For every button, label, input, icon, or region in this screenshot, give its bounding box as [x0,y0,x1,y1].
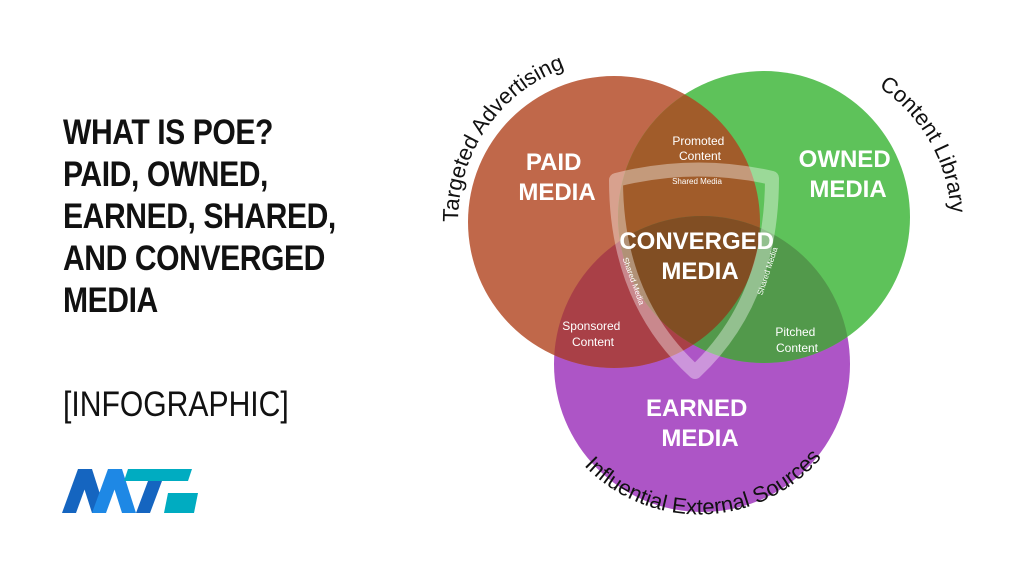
pitched-content-line-1: Pitched [775,325,815,339]
logo-stroke-4 [108,469,136,513]
title-line-4: AND CONVERGED [63,239,325,278]
promoted-content-line-1: Promoted [672,134,724,148]
paid-media-label: PAID MEDIA [518,149,595,206]
pitched-content-line-2: Content [776,341,819,355]
title-line-5: MEDIA [63,281,158,320]
shared-media-band [609,162,779,379]
sponsored-content-label: Sponsored Content [562,319,623,349]
title-line-2: PAID, OWNED, [63,155,268,194]
page-title: WHAT IS POE? PAID, OWNED, EARNED, SHARED… [63,112,347,322]
shared-media-label-top: Shared Media [672,177,722,186]
infographic-tag: [INFOGRAPHIC] [63,385,289,424]
earned-media-label: EARNED MEDIA [646,395,754,452]
martech-zone-logo [62,469,198,513]
paid-media-label-line-1: PAID [526,149,582,176]
title-line-1: WHAT IS POE? [63,113,274,152]
title-line-3: EARNED, SHARED, [63,197,336,236]
logo-stroke-5 [124,469,192,481]
earned-media-label-line-2: MEDIA [661,425,738,452]
owned-media-label: OWNED MEDIA [799,146,898,203]
logo-stroke-7 [164,493,198,513]
paid-media-label-line-2: MEDIA [518,179,595,206]
promoted-content-label: Promoted Content [672,134,727,163]
owned-media-label-line-1: OWNED [799,146,891,173]
owned-media-label-line-2: MEDIA [809,176,886,203]
sponsored-content-line-2: Content [572,335,615,349]
pitched-content-label: Pitched Content [775,325,818,355]
promoted-content-line-2: Content [679,149,722,163]
sponsored-content-line-1: Sponsored [562,319,620,333]
converged-media-label-line-2: MEDIA [661,258,738,285]
converged-media-label-line-1: CONVERGED [619,228,774,255]
earned-media-label-line-1: EARNED [646,395,747,422]
converged-media-label: CONVERGED MEDIA [619,228,780,285]
logo-stroke-6 [136,481,162,513]
